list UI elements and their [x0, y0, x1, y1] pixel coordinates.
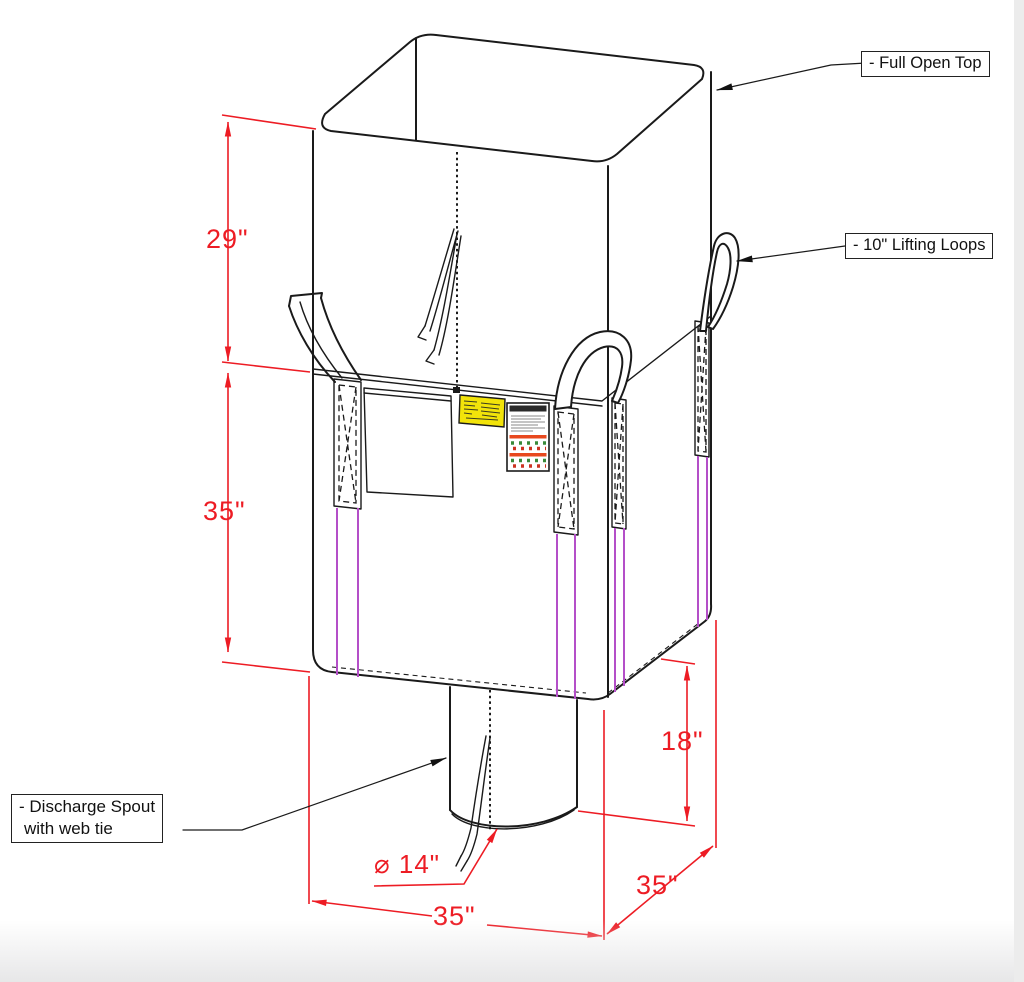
lifting-loop-left	[288, 292, 362, 383]
dim-label-base-width-side: 35"	[636, 870, 679, 900]
bottom-hem-stitch	[331, 666, 587, 694]
dim-diameter-leader	[373, 828, 498, 887]
scrollbar-track[interactable]	[1014, 0, 1024, 982]
corner-patches	[333, 320, 710, 536]
dim-label-spout-diameter: ⌀ 14"	[374, 849, 441, 879]
stitch-knot	[453, 387, 460, 393]
document-pouch	[363, 387, 454, 498]
leader-discharge-spout	[182, 757, 447, 831]
callout-discharge-spout: - Discharge Spout with web tie	[11, 794, 164, 844]
top-web-tie	[417, 228, 462, 365]
discharge-spout	[449, 686, 578, 872]
callout-discharge-line1: - Discharge Spout	[19, 797, 156, 816]
leader-lines	[182, 62, 867, 831]
stitch-lines	[336, 456, 708, 699]
body-outline	[312, 71, 713, 701]
callout-discharge-line2: with web tie	[24, 819, 113, 839]
dim-label-top-section-height: 29"	[206, 224, 249, 254]
dim-label-body-height: 35"	[203, 496, 246, 526]
lifting-loop-front	[554, 330, 633, 410]
spout-web-tie	[455, 735, 491, 872]
callout-full-open-top: - Full Open Top	[861, 51, 990, 78]
warning-label	[458, 394, 506, 428]
bag-body	[312, 33, 713, 701]
leader-lifting-loops	[736, 245, 846, 263]
callout-lifting-loops: - 10" Lifting Loops	[845, 233, 994, 260]
open-top-rim	[321, 33, 705, 163]
seam-line	[312, 315, 712, 402]
dim-35-front-a	[311, 899, 433, 917]
dimension-lines	[221, 114, 717, 940]
care-label	[506, 402, 550, 472]
callout-lifting-loops-text: - 10" Lifting Loops	[853, 236, 986, 254]
dim-label-spout-length: 18"	[661, 726, 704, 756]
callout-full-open-top-text: - Full Open Top	[869, 54, 982, 72]
leader-full-open-top	[716, 62, 867, 91]
dim-35-side	[606, 845, 714, 935]
page-bottom-fade	[0, 920, 1024, 982]
patch-front-right	[611, 397, 627, 530]
lifting-loop-back-right	[699, 232, 740, 332]
bottom-hem-stitch-right	[607, 622, 700, 694]
lifting-loops	[288, 232, 740, 410]
patch-left	[333, 378, 362, 510]
